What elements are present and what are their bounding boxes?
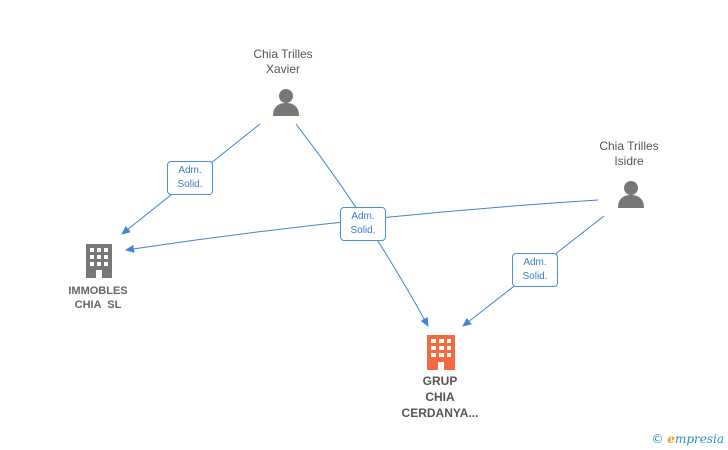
node-label-line: IMMOBLES <box>68 285 128 297</box>
node-label-line: Chia Trilles <box>599 139 659 153</box>
brand-credit[interactable]: © empresia <box>651 432 724 446</box>
building-icon[interactable] <box>86 244 112 278</box>
person-icon[interactable] <box>273 89 299 116</box>
node-label-line: Xavier <box>265 62 300 76</box>
node-label-line: Isidre <box>614 154 644 168</box>
edge-label-line: Solid. <box>177 179 203 190</box>
node-label-line: Chia Trilles <box>253 47 313 61</box>
edge-label-line: Solid. <box>522 271 548 282</box>
node-label-line: CHIA SL <box>74 299 122 311</box>
node-label-xavier[interactable]: Chia Trilles Xavier <box>236 47 330 77</box>
edge-label-line: Adm. <box>351 211 375 222</box>
building-icon-focus[interactable] <box>427 335 455 370</box>
edge-label-xavier-grup[interactable]: Adm. Solid. <box>340 207 386 241</box>
brand-logo-text: mpresia <box>674 432 724 446</box>
node-label-immobles[interactable]: IMMOBLES CHIA SL <box>48 284 148 312</box>
node-label-isidre[interactable]: Chia Trilles Isidre <box>582 139 676 169</box>
copyright-icon: © <box>651 432 664 446</box>
node-label-grup[interactable]: GRUP CHIA CERDANYA... <box>390 373 490 421</box>
edge-label-xavier-immobles[interactable]: Adm. Solid. <box>167 161 213 195</box>
node-label-line: GRUP <box>422 374 458 388</box>
edge-label-line: Solid. <box>350 225 376 236</box>
brand-logo-e: e <box>667 432 675 446</box>
node-label-line: CHIA <box>425 390 455 404</box>
edge-label-line: Adm. <box>178 165 202 176</box>
person-icon[interactable] <box>618 181 644 208</box>
edge-label-isidre-grup[interactable]: Adm. Solid. <box>512 253 558 287</box>
node-label-line: CERDANYA... <box>401 406 479 420</box>
edge-label-line: Adm. <box>523 257 547 268</box>
